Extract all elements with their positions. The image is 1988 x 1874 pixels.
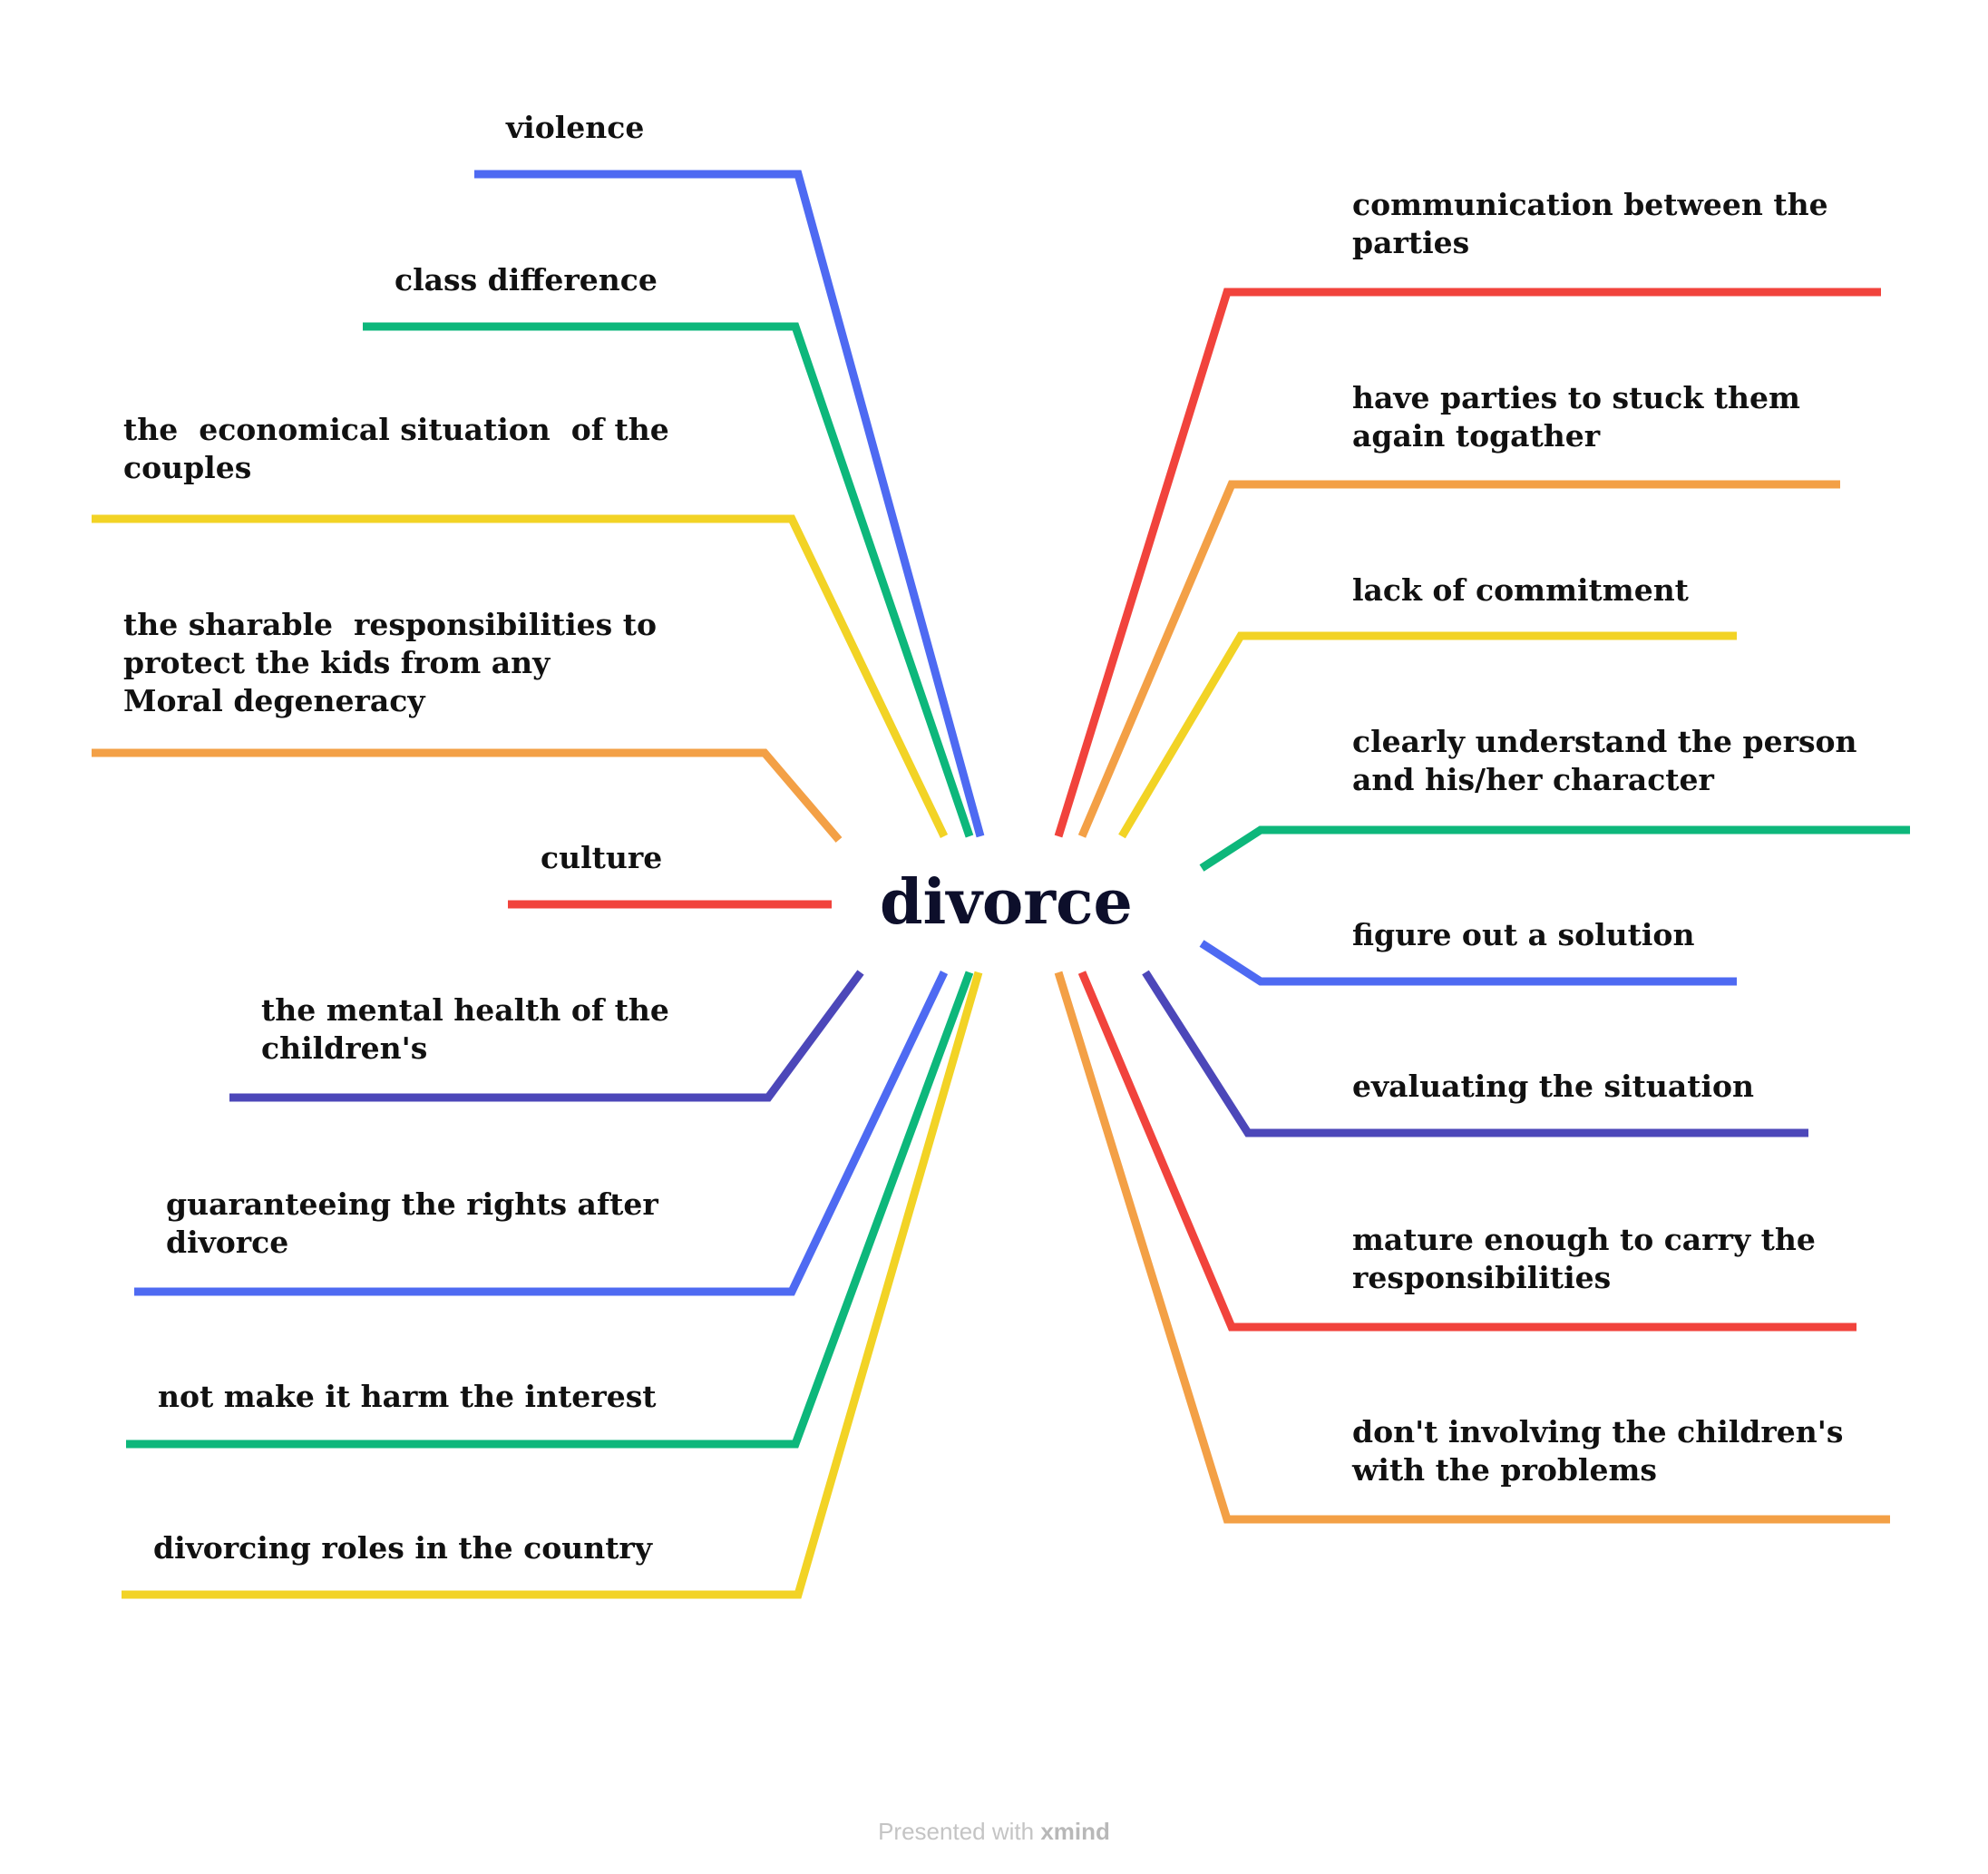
topic-not-make-it-harm-the-interest[interactable]: not make it harm the interest — [158, 1379, 657, 1414]
topic-violence[interactable]: violence — [506, 110, 645, 145]
branch-line-left-4 — [92, 748, 843, 843]
branch-line-left-1 — [474, 170, 985, 838]
topic-mature-enough-to-carry-the-responsibilit[interactable]: mature enough to carry the responsibilit… — [1352, 1222, 1816, 1295]
branch-line-left-7 — [134, 971, 949, 1296]
topic-class-difference[interactable]: class difference — [395, 262, 658, 298]
branch-line-right-7 — [1077, 971, 1856, 1332]
branch-line-left-9 — [122, 971, 983, 1599]
topic-divorcing-roles-in-the-country[interactable]: divorcing roles in the country — [153, 1530, 652, 1566]
branch-line-left-3 — [92, 514, 949, 838]
branch-line-right-6 — [1142, 970, 1808, 1137]
branch-line-right-3 — [1118, 631, 1737, 839]
topic-evaluating-the-situation[interactable]: evaluating the situation — [1352, 1069, 1755, 1104]
branch-line-left-6 — [229, 970, 864, 1102]
branch-line-left-2 — [363, 322, 974, 838]
topic-clearly-understand-the-person-and-his-he[interactable]: clearly understand the person and his/he… — [1352, 724, 1857, 797]
branch-line-right-1 — [1054, 288, 1881, 838]
topic-don-t-involving-the-children-s-with-the-[interactable]: don't involving the children's with the … — [1352, 1414, 1844, 1488]
central-topic[interactable]: divorce — [880, 866, 1133, 939]
topic-communication-between-the-parties[interactable]: communication between the parties — [1352, 187, 1828, 260]
topic-have-parties-to-stuck-them-again-togathe[interactable]: have parties to stuck them again togathe… — [1352, 380, 1800, 454]
topic-the-sharable-responsibilities-to-protect[interactable]: the sharable responsibilities to protect… — [123, 607, 657, 718]
topic-lack-of-commitment[interactable]: lack of commitment — [1352, 572, 1689, 608]
topic-figure-out-a-solution[interactable]: figure out a solution — [1352, 917, 1695, 952]
footer-brand: xmind — [1040, 1818, 1110, 1845]
branch-line-right-8 — [1054, 971, 1890, 1524]
footer-prefix: Presented with — [878, 1818, 1041, 1845]
branch-line-right-2 — [1077, 480, 1840, 838]
branch-line-right-4 — [1199, 825, 1910, 872]
topic-guaranteeing-the-rights-after-divorce[interactable]: guaranteeing the rights after divorce — [166, 1186, 658, 1260]
branch-line-left-8 — [126, 971, 974, 1449]
topic-culture[interactable]: culture — [541, 840, 663, 875]
topic-the-mental-health-of-the-children-s[interactable]: the mental health of the children's — [261, 992, 669, 1066]
footer-credit: Presented with xmind — [0, 1818, 1988, 1846]
branch-line-right-5 — [1199, 940, 1737, 986]
topic-the-economical-situation-of-the-couples[interactable]: the economical situation of the couples — [123, 412, 669, 485]
